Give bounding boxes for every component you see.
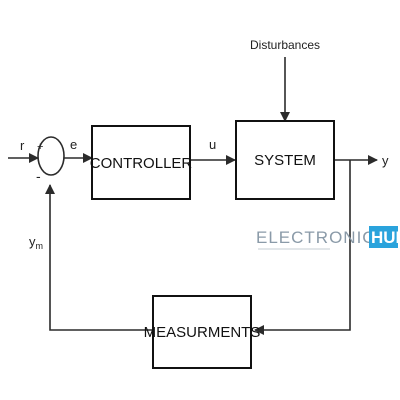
control-label: u (209, 137, 216, 152)
feedback-return-line (45, 184, 152, 331)
error-label: e (70, 137, 77, 152)
plus-sign-label: + (37, 141, 43, 153)
system-label: SYSTEM (254, 152, 316, 169)
watermark-right-text: HUB (371, 228, 400, 247)
system-block (235, 120, 335, 200)
electronics-hub-watermark: ELECTRONICS HUB (256, 226, 400, 250)
measurements-block (152, 295, 252, 369)
watermark-left-text: ELECTRONICS (256, 228, 388, 247)
output-label: y (382, 153, 389, 168)
minus-sign-label: - (36, 168, 41, 184)
disturbance-label: Disturbances (250, 38, 320, 52)
measurements-label: MEASURMENTS (144, 324, 261, 341)
controller-label: CONTROLLER (90, 155, 193, 172)
measured-subscript: m (36, 241, 44, 251)
measured-output-label: ym (29, 234, 43, 251)
controller-block (91, 125, 191, 200)
feedback-tap-line (254, 160, 351, 335)
watermark-badge (369, 226, 398, 248)
summing-junction (37, 136, 65, 176)
reference-label: r (20, 138, 25, 153)
